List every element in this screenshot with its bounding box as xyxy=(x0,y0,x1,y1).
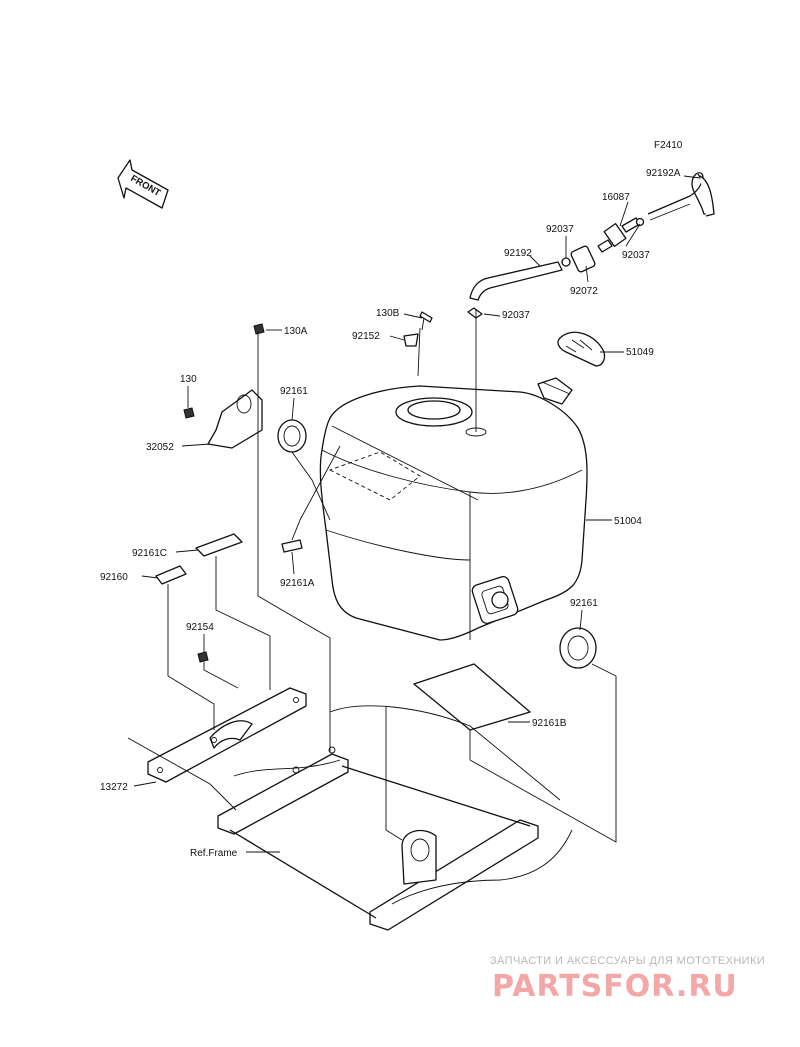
label-51049: 51049 xyxy=(626,347,654,358)
label-92161-top: 92161 xyxy=(280,386,308,397)
cushion-92152 xyxy=(403,333,419,347)
grommet-upper xyxy=(277,419,307,453)
bolt-130a xyxy=(253,323,265,360)
label-92192: 92192 xyxy=(504,248,532,259)
label-92161c: 92161C xyxy=(132,548,167,559)
label-92161a: 92161A xyxy=(280,578,315,589)
front-direction-arrow: FRONT xyxy=(117,159,169,209)
label-32052: 32052 xyxy=(146,442,174,453)
label-ref-frame: Ref.Frame xyxy=(190,848,238,859)
hose-clamp-lower xyxy=(467,307,483,319)
frame xyxy=(217,705,573,931)
pad-92160 xyxy=(155,565,187,585)
label-130a: 130A xyxy=(284,326,308,337)
filler-neck xyxy=(537,377,573,405)
label-92037-mid: 92037 xyxy=(546,224,574,235)
label-92072: 92072 xyxy=(570,286,598,297)
label-92161-right: 92161 xyxy=(570,598,598,609)
pad-92161c xyxy=(195,533,243,557)
fuel-hose-joint xyxy=(570,245,596,273)
hose-clamp-right xyxy=(635,217,645,227)
fuel-tank xyxy=(319,385,588,641)
watermark-brand: PARTSFOR.RU xyxy=(492,969,738,1004)
fuel-hose-upper xyxy=(647,172,715,221)
pad-92161a xyxy=(281,539,303,553)
label-13272: 13272 xyxy=(100,782,128,793)
label-92192a: 92192A xyxy=(646,168,681,179)
bolt-92154 xyxy=(197,651,209,663)
label-130b: 130B xyxy=(376,308,400,319)
hose-clamp-mid xyxy=(561,257,571,267)
bolt-130 xyxy=(183,407,195,419)
fuel-filter xyxy=(597,217,641,253)
mounting-bracket xyxy=(207,389,263,449)
label-92154: 92154 xyxy=(186,622,214,633)
leader-lines xyxy=(127,175,701,853)
bolt-130b xyxy=(419,311,433,331)
pad-92161b xyxy=(413,663,531,731)
grommet-lower xyxy=(559,627,597,669)
label-92161b: 92161B xyxy=(532,718,567,729)
label-92152: 92152 xyxy=(352,331,380,342)
label-51004: 51004 xyxy=(614,516,642,527)
watermark-tagline: ЗАПЧАСТИ И АКСЕССУАРЫ ДЛЯ МОТОТЕХНИКИ xyxy=(490,955,765,967)
label-130: 130 xyxy=(180,374,197,385)
fuel-cap xyxy=(557,331,606,367)
label-16087: 16087 xyxy=(602,192,630,203)
fuel-hose-middle xyxy=(469,261,563,301)
label-92037-right: 92037 xyxy=(622,250,650,261)
figure-code: F2410 xyxy=(654,140,683,151)
label-92037-low: 92037 xyxy=(502,310,530,321)
label-92160: 92160 xyxy=(100,572,128,583)
bracket-13272 xyxy=(147,687,307,783)
